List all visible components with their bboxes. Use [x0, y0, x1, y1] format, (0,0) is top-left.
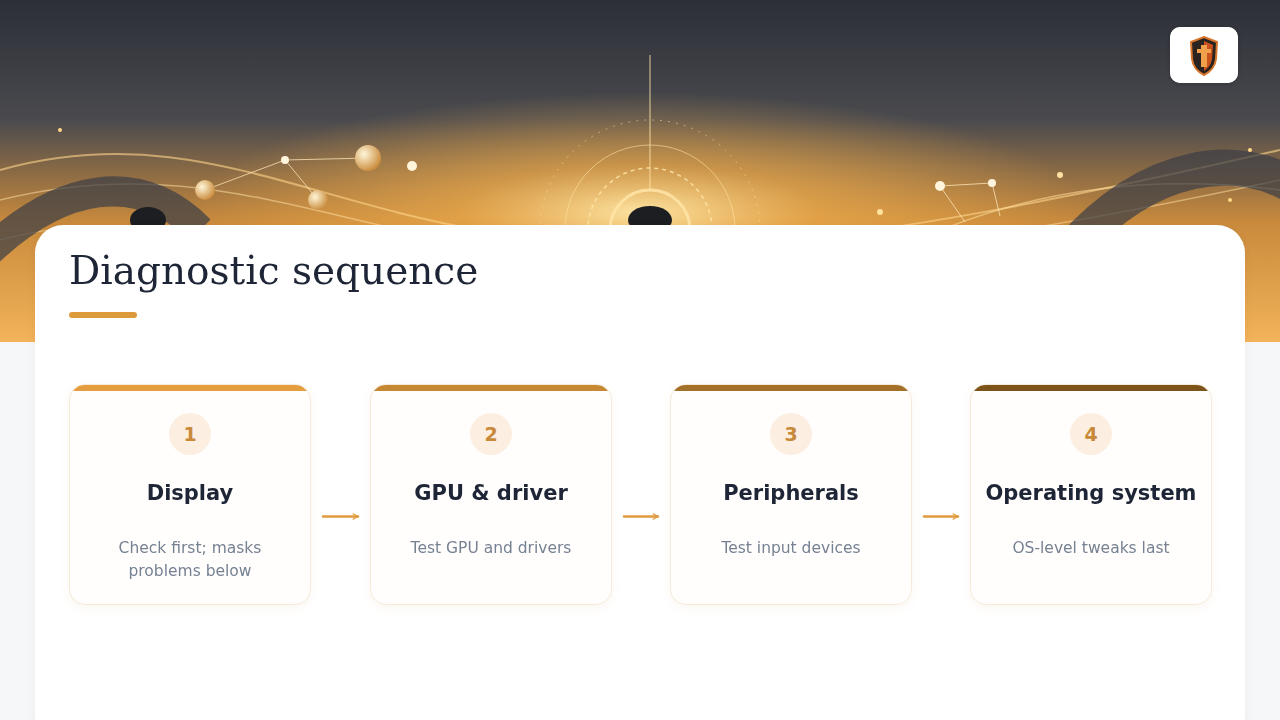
step-heading: Operating system	[979, 481, 1203, 505]
step-number: 2	[484, 423, 497, 445]
step-number: 1	[183, 423, 196, 445]
step-description: OS-level tweaks last	[993, 537, 1189, 560]
step-description: Test input devices	[693, 537, 889, 560]
step-number-circle: 1	[169, 413, 211, 455]
arrow-span	[612, 516, 670, 517]
step-heading: GPU & driver	[379, 481, 603, 505]
arrow-span	[311, 516, 370, 517]
step-number: 3	[784, 423, 797, 445]
flow-arrow	[624, 515, 658, 517]
title-underline	[69, 312, 137, 318]
step-number-circle: 3	[770, 413, 812, 455]
step-heading: Display	[78, 481, 302, 505]
step-heading: Peripherals	[679, 481, 903, 505]
step-card: GPU & driverTest GPU and drivers 2	[370, 384, 612, 605]
card-accent-bar	[70, 385, 310, 391]
step-card: DisplayCheck first; masks problems below…	[69, 384, 311, 605]
step-card: PeripheralsTest input devices 3	[670, 384, 912, 605]
flow-arrow	[323, 515, 358, 517]
step-description: Test GPU and drivers	[393, 537, 589, 560]
arrow-span	[912, 516, 970, 517]
slide-title: Diagnostic sequence	[69, 248, 478, 293]
logo-badge	[1170, 27, 1238, 83]
step-number-circle: 4	[1070, 413, 1112, 455]
step-card: Operating systemOS-level tweaks last 4	[970, 384, 1212, 605]
card-accent-bar	[371, 385, 611, 391]
card-accent-bar	[671, 385, 911, 391]
card-accent-bar	[971, 385, 1211, 391]
flow-arrow	[924, 515, 958, 517]
step-description: Check first; masks problems below	[92, 537, 288, 583]
step-number-circle: 2	[470, 413, 512, 455]
step-number: 4	[1084, 423, 1097, 445]
